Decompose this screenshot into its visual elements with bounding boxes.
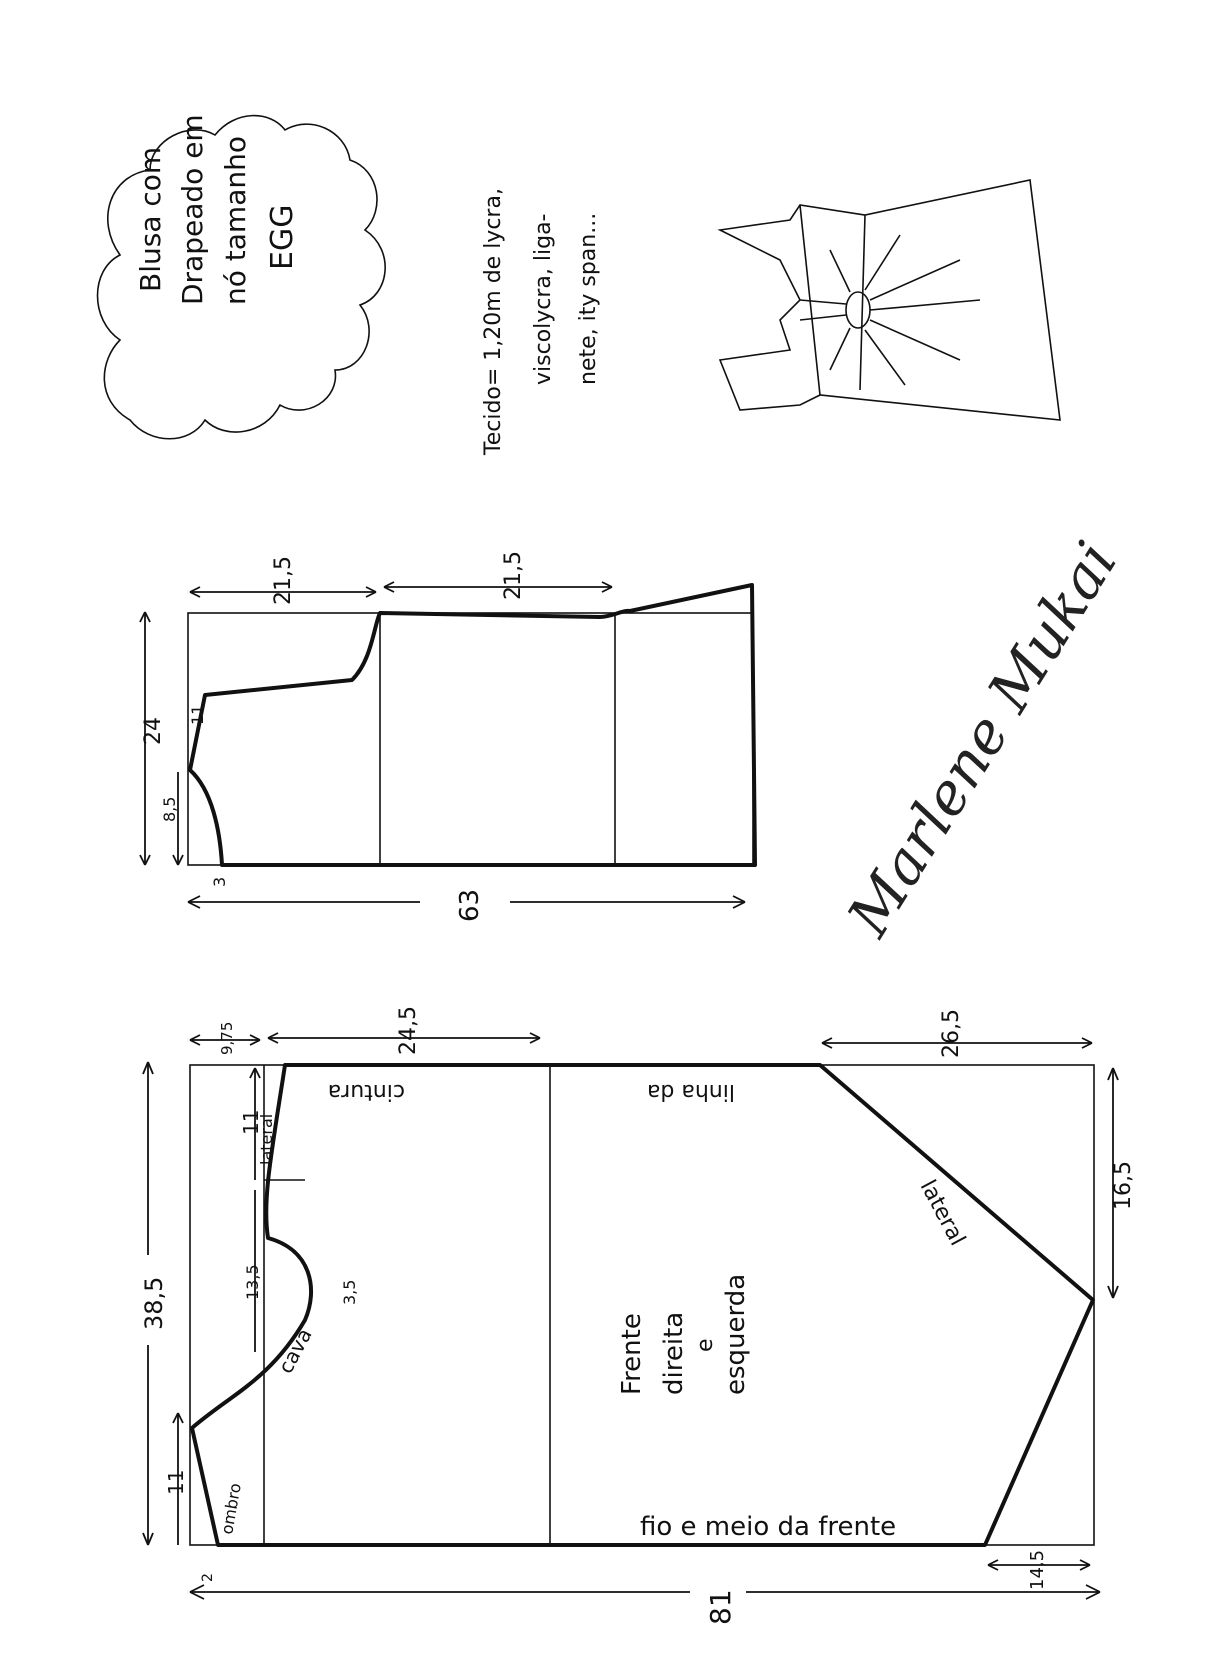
front-label-piece-4: esquerda (721, 1274, 751, 1395)
front-dim-armhole-curve: 3,5 (340, 1280, 359, 1305)
front-dim-left-upper: 11 (239, 1110, 263, 1135)
title-line-3: nó tamanho (219, 136, 252, 305)
front-label-piece-1: Frente (617, 1313, 647, 1395)
front-label-piece-3: e (693, 1338, 718, 1352)
front-dim-right-height: 16,5 (1111, 1161, 1136, 1210)
front-dim-top-right: 26,5 (939, 1009, 964, 1058)
fabric-line-2: viscolycra, liga- (531, 214, 556, 386)
front-dim-bottom-offset: 14,5 (1027, 1550, 1048, 1590)
front-dim-left-lower: 11 (164, 1470, 188, 1495)
front-dim-small-bottom: 2 (200, 1573, 216, 1582)
back-dim-bottom-offset: 3 (210, 877, 229, 887)
back-dim-height: 24 (141, 717, 166, 745)
title-line-4: EGG (265, 205, 300, 270)
back-dim-neck: 8,5 (160, 797, 179, 822)
front-pattern: 9,75 24,5 26,5 38,5 11 11 13,5 3,5 2 16,… (130, 1006, 1136, 1625)
fabric-note: Tecido= 1,20m de lycra, viscolycra, liga… (481, 188, 601, 456)
front-label-shoulder: ombro (217, 1482, 245, 1536)
signature: Marlene Mukai (834, 530, 1131, 948)
back-dim-top: 21,5 21,5 (189, 551, 613, 605)
front-label-side-upper: lateral (257, 1114, 276, 1165)
back-outline (188, 583, 757, 867)
back-dim-top-left: 21,5 (271, 556, 296, 605)
back-dim-left: 24 8,5 11 3 (139, 611, 229, 887)
front-dim-right: 16,5 14,5 (987, 1067, 1136, 1590)
back-dim-length: 63 (187, 885, 746, 922)
title-line-2: Drapeado em (176, 114, 209, 305)
front-dim-shoulder-offset: 9,75 (218, 1022, 236, 1055)
front-label-piece-2: direita (659, 1312, 689, 1395)
back-frame (187, 612, 754, 866)
title-line-1: Blusa com (134, 147, 167, 292)
front-outline (190, 1063, 1095, 1547)
fabric-line-3: nete, ity span... (576, 213, 601, 385)
back-pattern: 21,5 21,5 24 8,5 11 3 63 (139, 551, 757, 922)
front-label-armhole: cava (273, 1324, 316, 1377)
back-dim-neck-mark: 11 (188, 705, 207, 725)
back-dim-top-right: 21,5 (501, 551, 526, 600)
front-label-line-of: linha da (647, 1079, 735, 1104)
front-dim-armhole-depth: 13,5 (243, 1264, 262, 1300)
front-dim-top-mid: 24,5 (396, 1006, 421, 1055)
front-frame (189, 1064, 1095, 1546)
fabric-line-1: Tecido= 1,20m de lycra, (481, 188, 506, 456)
front-dim-left-height: 38,5 (140, 1277, 168, 1330)
signature-text: Marlene Mukai (834, 530, 1131, 948)
back-dim-total: 63 (455, 889, 485, 922)
front-dim-length: 81 (189, 1570, 1101, 1625)
garment-sketch (717, 179, 1061, 421)
front-dim-left: 38,5 11 11 13,5 3,5 2 (130, 1061, 359, 1582)
front-label-waist: cintura (328, 1079, 405, 1104)
title-cloud: Blusa com Drapeado em nó tamanho EGG (96, 114, 386, 440)
front-dim-total: 81 (704, 1589, 737, 1625)
front-label-grain: fio e meio da frente (640, 1512, 896, 1542)
front-dim-top: 9,75 24,5 26,5 (189, 1006, 1093, 1058)
